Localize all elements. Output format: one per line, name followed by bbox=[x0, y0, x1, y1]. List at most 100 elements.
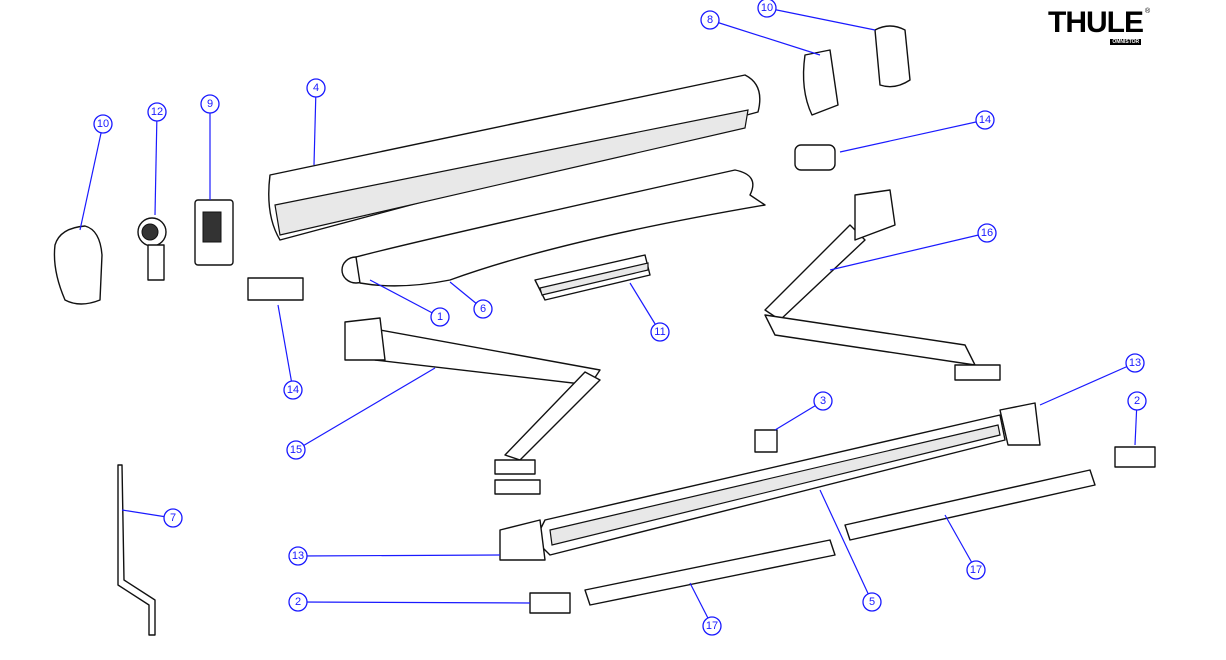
callout-number: 16 bbox=[981, 227, 993, 239]
thule-logo: THULE bbox=[1048, 6, 1144, 39]
leader-line bbox=[709, 19, 821, 56]
callout-13: 13 bbox=[1039, 353, 1145, 406]
callout-number: 9 bbox=[207, 98, 213, 110]
bracket-9 bbox=[194, 199, 234, 266]
callout-number: 2 bbox=[295, 596, 301, 608]
callout-bubble bbox=[286, 440, 306, 460]
bracket-14 bbox=[247, 277, 304, 301]
callout-12: 12 bbox=[147, 102, 167, 216]
leader-line bbox=[295, 367, 436, 451]
leader-line bbox=[277, 304, 294, 391]
crank-handle-7 bbox=[117, 464, 156, 636]
callout-15: 15 bbox=[286, 367, 436, 460]
lead-bar-11 bbox=[534, 254, 651, 301]
callout-bubble bbox=[966, 560, 986, 580]
callout-bubble bbox=[288, 592, 308, 612]
callout-1: 1 bbox=[369, 279, 450, 327]
arm-16 bbox=[764, 189, 1001, 381]
arm-17-left bbox=[584, 539, 836, 606]
callout-number: 3 bbox=[820, 395, 826, 407]
callout-number: 13 bbox=[292, 550, 304, 562]
callout-number: 10 bbox=[761, 2, 773, 14]
callout-bubble bbox=[862, 592, 882, 612]
callout-number: 7 bbox=[170, 512, 176, 524]
callout-6: 6 bbox=[449, 281, 493, 319]
callout-bubble bbox=[473, 299, 493, 319]
callout-bubble bbox=[288, 546, 308, 566]
callout-number: 12 bbox=[151, 106, 163, 118]
front-profile-4 bbox=[268, 74, 761, 241]
callout-bubble bbox=[93, 114, 113, 134]
callout-bubble bbox=[306, 78, 326, 98]
callout-number: 10 bbox=[97, 118, 109, 130]
callout-bubble bbox=[702, 616, 722, 636]
logo-registered-mark: ® bbox=[1145, 8, 1151, 15]
callout-bubble bbox=[1127, 391, 1147, 411]
callout-bubble bbox=[757, 0, 777, 18]
leader-line bbox=[766, 7, 876, 31]
callout-number: 6 bbox=[480, 303, 486, 315]
leader-line bbox=[944, 514, 977, 571]
end-cap-left bbox=[53, 225, 103, 305]
callout-10: 10 bbox=[757, 0, 876, 31]
leader-line bbox=[369, 279, 441, 318]
brand-logo: THULE ® OMNISTOR bbox=[1048, 8, 1150, 45]
callout-bubble bbox=[200, 94, 220, 114]
callout-bubble bbox=[163, 508, 183, 528]
callout-9: 9 bbox=[200, 94, 220, 200]
callout-14: 14 bbox=[839, 110, 995, 153]
end-cap-8 bbox=[802, 49, 839, 116]
callout-bubble bbox=[283, 380, 303, 400]
callout-14: 14 bbox=[277, 304, 303, 400]
callout-number: 14 bbox=[287, 384, 299, 396]
callout-4: 4 bbox=[306, 78, 326, 166]
callout-number: 11 bbox=[654, 326, 665, 338]
callout-13: 13 bbox=[288, 546, 501, 566]
leader-line bbox=[819, 489, 873, 603]
end-piece-13-left bbox=[499, 519, 546, 561]
leader-line bbox=[839, 119, 986, 153]
callout-number: 14 bbox=[979, 114, 991, 126]
end-cap-10-top bbox=[874, 25, 911, 88]
callout-3: 3 bbox=[774, 391, 833, 431]
callout-number: 4 bbox=[313, 82, 319, 94]
logo-row: THULE ® bbox=[1048, 8, 1150, 38]
callout-bubble bbox=[977, 223, 997, 243]
clip-2-left bbox=[529, 592, 571, 614]
arm-15 bbox=[344, 317, 601, 495]
leader-line bbox=[313, 87, 317, 166]
leader-line bbox=[829, 232, 988, 271]
callout-bubble bbox=[813, 391, 833, 411]
roller-tube-1 bbox=[341, 169, 766, 287]
leader-line bbox=[297, 554, 501, 557]
callout-16: 16 bbox=[829, 223, 997, 271]
callout-number: 17 bbox=[706, 620, 718, 632]
leader-line bbox=[79, 123, 104, 231]
callout-number: 2 bbox=[1134, 395, 1140, 407]
leader-line bbox=[1039, 362, 1136, 406]
callout-bubble bbox=[430, 307, 450, 327]
leader-line bbox=[154, 111, 158, 216]
callout-number: 17 bbox=[970, 564, 982, 576]
callout-bubble bbox=[147, 102, 167, 122]
callout-bubble bbox=[1125, 353, 1145, 373]
callout-bubble bbox=[975, 110, 995, 130]
callout-bubble bbox=[650, 322, 670, 342]
bearing-14 bbox=[794, 144, 836, 171]
callout-8: 8 bbox=[700, 10, 821, 56]
callout-number: 13 bbox=[1129, 357, 1141, 369]
callout-7: 7 bbox=[121, 508, 183, 528]
callout-number: 1 bbox=[437, 311, 443, 323]
bracket-3 bbox=[754, 429, 778, 453]
callout-number: 5 bbox=[869, 596, 875, 608]
callout-11: 11 bbox=[629, 282, 670, 342]
callout-17: 17 bbox=[944, 514, 986, 580]
callout-10: 10 bbox=[79, 114, 113, 231]
callout-bubble bbox=[700, 10, 720, 30]
logo-subtitle: OMNISTOR bbox=[1110, 39, 1142, 45]
end-piece-13-right bbox=[999, 402, 1041, 446]
clip-2-right bbox=[1114, 446, 1156, 468]
arm-17-right bbox=[844, 469, 1096, 541]
